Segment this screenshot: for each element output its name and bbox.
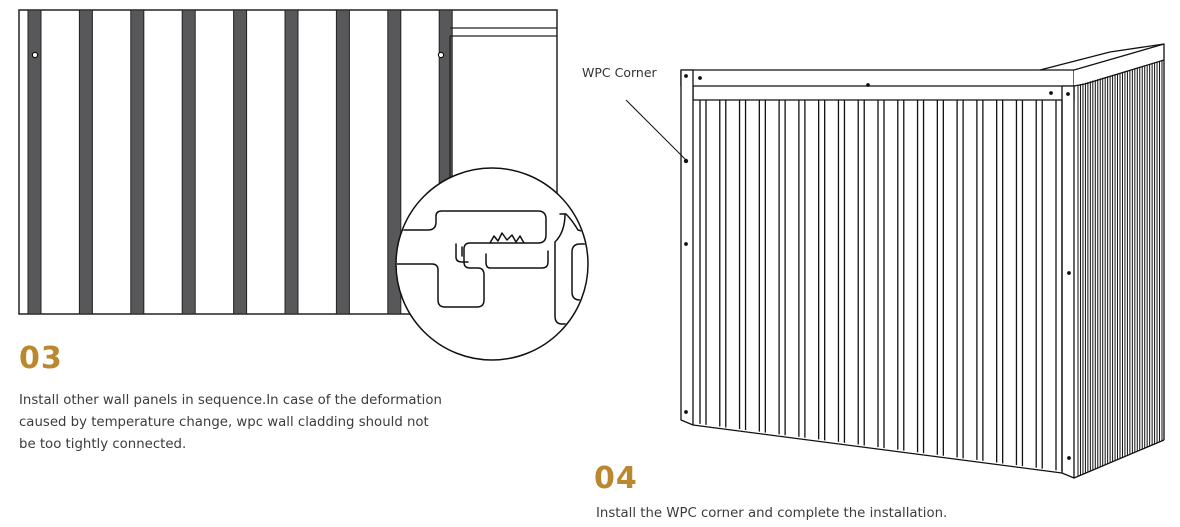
dark-panel-strip [387, 9, 402, 315]
dark-panel-strip [233, 9, 248, 315]
dark-panel-strip [284, 9, 299, 315]
screw-hole [1067, 456, 1071, 460]
screw-hole [1066, 92, 1070, 96]
side-slats [1077, 60, 1163, 477]
screw-hole [866, 83, 870, 87]
callout-label: WPC Corner [582, 65, 658, 80]
dark-panel-strip [130, 9, 145, 315]
step-04-description: Install the WPC corner and complete the … [596, 506, 948, 521]
dark-panel-strip [27, 9, 42, 315]
dark-panel-strip [335, 9, 350, 315]
step-04-number: 04 [594, 461, 638, 496]
detail-magnifier [395, 167, 589, 361]
screw-hole [1067, 271, 1071, 275]
callout-leader-line [625, 99, 687, 161]
front-slats [699, 100, 1063, 472]
wall-panel-elevation [18, 9, 558, 315]
screw-hole [684, 410, 688, 414]
screw-hole [684, 242, 688, 246]
screw-hole [31, 51, 39, 59]
screw-hole [684, 74, 688, 78]
step-03-description: Install other wall panels in sequence.In… [19, 393, 442, 452]
screw-hole [683, 158, 689, 164]
screw-hole [698, 76, 702, 80]
dark-panel-strip [181, 9, 196, 315]
step-03-number: 03 [19, 341, 63, 376]
dark-panel-strip [78, 9, 93, 315]
screw-hole [1049, 91, 1053, 95]
corner-installation-view [625, 43, 1165, 479]
screw-hole [437, 51, 445, 59]
panel-joint-profile [397, 210, 587, 325]
